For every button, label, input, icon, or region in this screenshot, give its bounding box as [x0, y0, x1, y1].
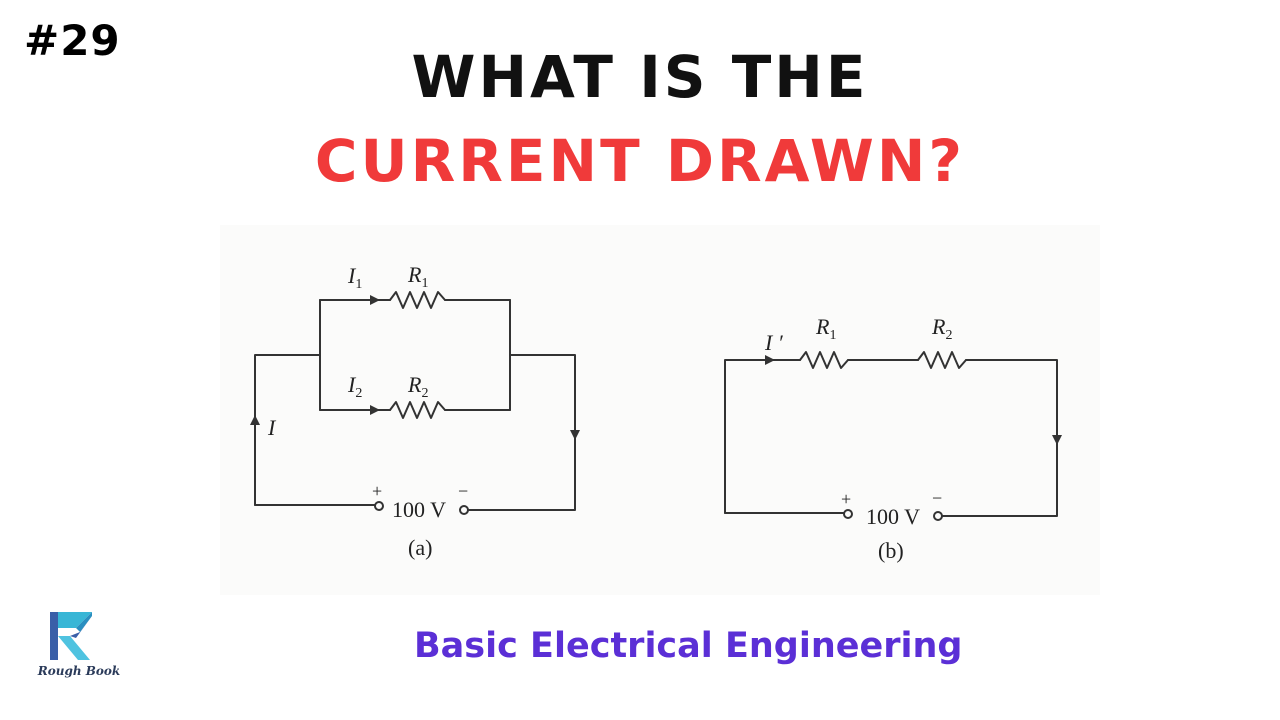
resistor-r1-a	[389, 291, 446, 309]
arrow-b-down	[1052, 435, 1062, 445]
label-i1: I1	[347, 263, 362, 292]
arrow-a-down	[570, 430, 580, 440]
label-r1-a: R1	[407, 262, 428, 291]
label-r2-a: R2	[407, 372, 428, 401]
caption-b: (b)	[878, 538, 904, 563]
circuit-a-right-wire	[467, 354, 576, 511]
caption-a: (a)	[408, 535, 432, 560]
circuit-a	[254, 291, 576, 515]
logo-name: Rough Book	[37, 664, 121, 678]
rough-book-logo	[36, 606, 120, 690]
label-i-source: I	[267, 415, 277, 440]
arrow-i-up	[250, 415, 260, 425]
voltage-label-a: 100 V	[392, 497, 446, 522]
circuit-b-left-wire	[724, 359, 801, 514]
resistor-r2-a	[389, 401, 446, 419]
plus-sign-a: +	[372, 481, 382, 501]
arrow-i2	[370, 405, 380, 415]
arrow-i1	[370, 295, 380, 305]
resistor-r2-b	[917, 351, 967, 369]
title-line-2: CURRENT DRAWN?	[314, 127, 966, 195]
voltage-label-b: 100 V	[866, 504, 920, 529]
label-i-prime: I ′	[764, 330, 784, 355]
circuit-b	[724, 351, 1058, 521]
circuit-diagrams: I1 R1 I2 R2 I + 100 V − (a) I ′ R1 R2 + …	[220, 225, 1100, 595]
minus-sign-a: −	[458, 481, 468, 501]
subject-label: Basic Electrical Engineering	[414, 626, 963, 666]
episode-number: #29	[24, 16, 121, 65]
arrow-i-prime	[765, 355, 775, 365]
terminal-minus-b	[933, 511, 943, 521]
circuit-a-left-wire	[254, 354, 321, 506]
logo-mark-icon	[50, 612, 92, 660]
circuit-svg: I1 R1 I2 R2 I + 100 V − (a) I ′ R1 R2 + …	[250, 262, 1062, 563]
label-r2-b: R2	[931, 314, 952, 343]
resistor-r1-b	[799, 351, 849, 369]
label-r1-b: R1	[815, 314, 836, 343]
plus-sign-b: +	[841, 489, 851, 509]
label-i2: I2	[347, 372, 362, 401]
circuit-b-right-wire	[941, 359, 1058, 517]
title-line-1: WHAT IS THE	[411, 43, 869, 111]
terminal-plus-a	[374, 501, 384, 511]
terminal-plus-b	[843, 509, 853, 519]
minus-sign-b: −	[932, 488, 942, 508]
terminal-minus-a	[459, 505, 469, 515]
